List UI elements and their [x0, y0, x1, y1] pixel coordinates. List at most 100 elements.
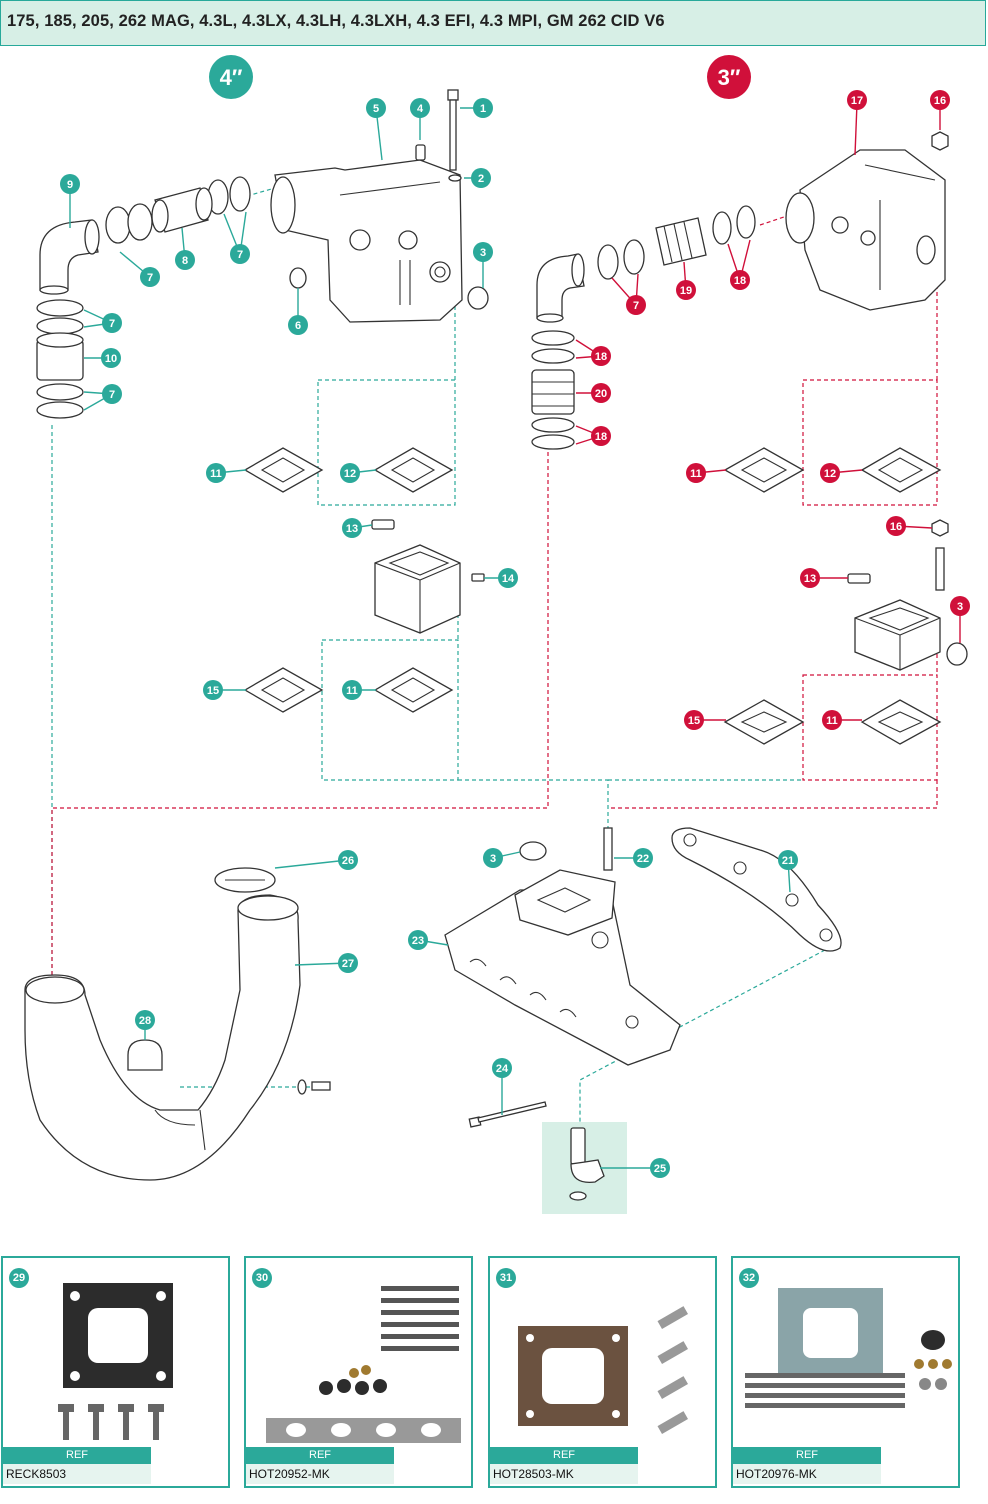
- ref-label: REF: [3, 1447, 151, 1464]
- callout-13-left: 13: [342, 518, 362, 538]
- svg-text:8: 8: [182, 255, 188, 267]
- kit-number: 30: [252, 1268, 272, 1288]
- dowel-pin: [415, 144, 426, 161]
- stud: [603, 827, 613, 871]
- bolt-long: [447, 89, 459, 171]
- flapper-valve: [214, 867, 276, 893]
- callout-7-a: 7: [140, 267, 160, 287]
- svg-text:7: 7: [147, 272, 153, 284]
- u-bracket: [127, 1039, 163, 1071]
- callout-15-right: 15: [684, 710, 704, 730]
- svg-text:13: 13: [346, 523, 358, 535]
- svg-text:15: 15: [207, 685, 219, 697]
- svg-text:20: 20: [595, 388, 607, 400]
- callout-4: 4: [410, 98, 430, 118]
- header-bar: 175, 185, 205, 262 MAG, 4.3L, 4.3LX, 4.3…: [0, 0, 986, 46]
- kit-number: 32: [739, 1268, 759, 1288]
- washer-small: [448, 174, 462, 182]
- page-title: 175, 185, 205, 262 MAG, 4.3L, 4.3LX, 4.3…: [7, 12, 665, 30]
- svg-text:17: 17: [851, 95, 863, 107]
- svg-text:18: 18: [734, 275, 746, 287]
- ref-code: HOT28503-MK: [490, 1464, 638, 1484]
- cap-plug-manifold: [519, 841, 547, 861]
- svg-text:14: 14: [502, 573, 515, 585]
- clamps-right: [597, 205, 756, 280]
- hose-3-inch: [655, 217, 707, 266]
- elbow-90-left: [39, 219, 100, 295]
- callout-20: 20: [591, 383, 611, 403]
- ref-label: REF: [246, 1447, 394, 1464]
- svg-text:7: 7: [109, 389, 115, 401]
- callout-11-right-a: 11: [686, 463, 706, 483]
- ref-label: REF: [733, 1447, 881, 1464]
- kit-30-illustration: [266, 1286, 461, 1443]
- svg-text:16: 16: [934, 95, 946, 107]
- svg-text:3: 3: [480, 247, 486, 259]
- kit-29-illustration: [58, 1283, 173, 1440]
- callout-1: 1: [473, 98, 493, 118]
- callout-21: 21: [778, 850, 798, 870]
- elbow-90-right: [536, 253, 585, 323]
- callout-18-c: 18: [591, 426, 611, 446]
- svg-text:11: 11: [826, 715, 838, 727]
- kit-box-29: 29 REF RECK8503: [1, 1256, 230, 1488]
- kit-number: 29: [9, 1268, 29, 1288]
- kit-box-31: 31 REF HOT28503-MK: [488, 1256, 717, 1488]
- svg-text:1: 1: [480, 103, 486, 115]
- svg-text:4: 4: [417, 103, 424, 115]
- exploded-parts-diagram: 4″ 3″: [24, 55, 970, 1214]
- clamp-stack-right: [531, 330, 575, 450]
- svg-text:22: 22: [637, 853, 649, 865]
- callout-15-left: 15: [203, 680, 223, 700]
- callout-16-top: 16: [930, 90, 950, 110]
- svg-text:12: 12: [344, 468, 356, 480]
- kit-32-illustration: [745, 1288, 952, 1408]
- callout-18-a: 18: [730, 270, 750, 290]
- svg-text:18: 18: [595, 431, 607, 443]
- callout-27: 27: [338, 953, 358, 973]
- callout-3-left: 3: [473, 242, 493, 262]
- svg-text:7: 7: [237, 249, 243, 261]
- callout-11-left-b: 11: [342, 680, 362, 700]
- svg-text:18: 18: [595, 351, 607, 363]
- exhaust-manifold: [444, 869, 681, 1066]
- callout-25: 25: [650, 1158, 670, 1178]
- callout-28: 28: [135, 1010, 155, 1030]
- callout-18-b: 18: [591, 346, 611, 366]
- svg-text:26: 26: [342, 855, 354, 867]
- callout-3-right: 3: [950, 596, 970, 616]
- callout-24: 24: [492, 1058, 512, 1078]
- svg-text:7: 7: [109, 318, 115, 330]
- exhaust-elbow-4-inch: [270, 159, 463, 323]
- riser-spacer-right: [847, 519, 968, 671]
- svg-text:5: 5: [373, 103, 379, 115]
- callout-23: 23: [408, 930, 428, 950]
- svg-text:3″: 3″: [718, 65, 741, 90]
- svg-text:23: 23: [412, 935, 424, 947]
- svg-text:16: 16: [890, 521, 902, 533]
- washer-bolt-lower: [297, 1079, 331, 1095]
- svg-text:2: 2: [478, 173, 484, 185]
- callout-17: 17: [847, 90, 867, 110]
- svg-text:11: 11: [346, 685, 358, 697]
- svg-text:21: 21: [782, 855, 794, 867]
- callout-13-right: 13: [800, 568, 820, 588]
- svg-text:25: 25: [654, 1163, 666, 1175]
- svg-text:15: 15: [688, 715, 700, 727]
- drain-plug-left: [289, 267, 307, 289]
- nut-top-right: [931, 131, 949, 151]
- svg-text:28: 28: [139, 1015, 151, 1027]
- callout-3-manifold: 3: [483, 848, 503, 868]
- size-badge-3-inch: 3″: [707, 55, 751, 99]
- teal-connector-lines: [51, 187, 826, 1130]
- svg-text:6: 6: [295, 320, 301, 332]
- callout-26: 26: [338, 850, 358, 870]
- svg-text:27: 27: [342, 958, 354, 970]
- callout-8: 8: [175, 250, 195, 270]
- callout-22: 22: [633, 848, 653, 868]
- svg-text:3: 3: [957, 601, 963, 613]
- kit-number: 31: [496, 1268, 516, 1288]
- svg-text:12: 12: [824, 468, 836, 480]
- svg-text:11: 11: [690, 468, 702, 480]
- cap-plug-left: [467, 286, 489, 310]
